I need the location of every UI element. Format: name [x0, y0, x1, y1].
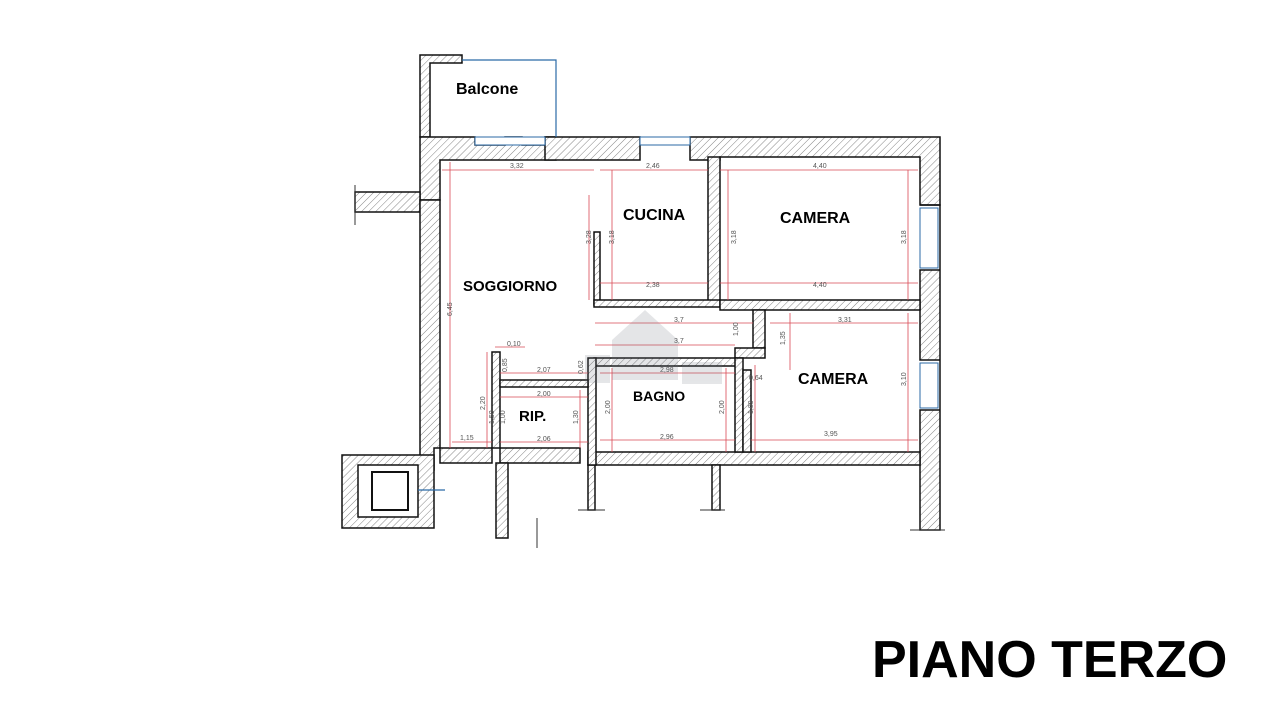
room-label-ripostiglio: RIP.	[519, 408, 546, 425]
dim-camera1-width: 4,40	[813, 163, 827, 170]
dim-corridor-2: 3,7	[674, 338, 684, 345]
dim-bagno-height-right: 2,00	[719, 400, 726, 414]
floor-title: PIANO TERZO	[872, 631, 1228, 689]
dim-rip-width: 2,07	[537, 367, 551, 374]
room-labels: Balcone CUCINA CAMERA SOGGIORNO CAMERA B…	[456, 81, 869, 425]
dim-camera2-height: 3,10	[901, 372, 908, 386]
dim-camera2-width: 3,31	[838, 317, 852, 324]
exterior-walls	[341, 54, 941, 539]
dim-rip-wall: 0,10	[507, 341, 521, 348]
dim-rip-height: 1,30	[573, 410, 580, 424]
dim-rip-bottom: 2,06	[537, 436, 551, 443]
dim-cucina-width-bottom: 2,38	[646, 282, 660, 289]
dim-cucina-height: 3,28	[586, 230, 593, 244]
dim-bagno-width-bottom: 2,96	[660, 434, 674, 441]
dim-camera2-bottom: 3,95	[824, 431, 838, 438]
room-label-cucina: CUCINA	[623, 207, 686, 224]
dimension-labels: 3,32 2,46 2,38 4,40 4,40 6,45 3,28 3,18 …	[447, 163, 908, 443]
dim-bagno-height-left: 2,00	[605, 400, 612, 414]
dim-camera1-height-right: 3,18	[901, 230, 908, 244]
dim-rip-left: 2,20	[480, 396, 487, 410]
dim-entry-small: 1,50	[489, 410, 496, 424]
dim-camera2-inner: 1,89	[748, 400, 755, 414]
dim-soggiorno-height: 6,45	[447, 302, 454, 316]
dim-corridor-1: 3,7	[674, 317, 684, 324]
watermark-logo	[585, 310, 722, 384]
dim-rip-wall-h: 0,85	[502, 358, 509, 372]
room-label-camera-2: CAMERA	[798, 371, 869, 388]
dim-bagno-width: 2,98	[660, 367, 674, 374]
dim-rip-small: 0,62	[578, 360, 585, 374]
dimension-lines	[442, 162, 918, 452]
dim-camera1-height: 3,18	[731, 230, 738, 244]
dim-camera2-door: 0,64	[749, 375, 763, 382]
dim-corridor-height: 1,00	[733, 322, 740, 336]
dim-cucina-height-inner: 3,18	[609, 230, 616, 244]
room-label-balcone: Balcone	[456, 81, 518, 98]
dim-corridor-side: 1,35	[780, 331, 787, 345]
dim-soggiorno-width: 3,32	[510, 163, 524, 170]
dim-cucina-width: 2,46	[646, 163, 660, 170]
windows	[354, 59, 945, 548]
room-label-bagno: BAGNO	[633, 388, 685, 404]
dim-entry-width: 1,15	[460, 435, 474, 442]
dim-rip-inner: 2,00	[537, 391, 551, 398]
interior-walls	[491, 156, 921, 466]
room-label-soggiorno: SOGGIORNO	[463, 278, 558, 295]
dim-rip-left-small: 1,00	[500, 410, 507, 424]
room-label-camera-1: CAMERA	[780, 210, 851, 227]
dim-camera1-width-bottom: 4,40	[813, 282, 827, 289]
